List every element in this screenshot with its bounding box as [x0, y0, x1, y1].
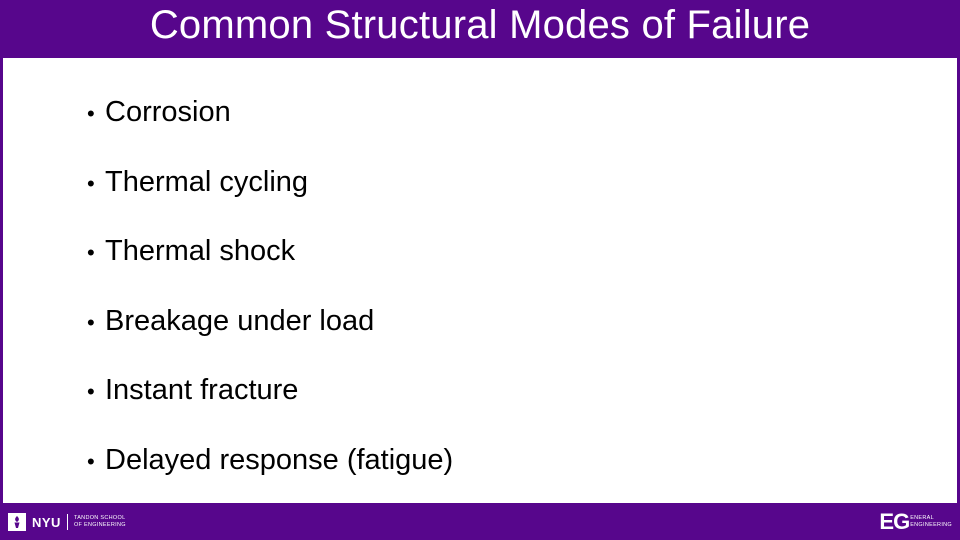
bullet-list: • Corrosion • Thermal cycling • Thermal … — [87, 94, 453, 511]
bullet-item: • Delayed response (fatigue) — [87, 442, 453, 512]
torch-icon-graphic — [14, 516, 20, 528]
bullet-text: Breakage under load — [105, 304, 375, 337]
school-line-1: TANDON SCHOOL — [73, 515, 126, 521]
school-name: TANDON SCHOOL OF ENGINEERING — [74, 515, 126, 529]
bullet-dot: • — [87, 240, 95, 265]
bullet-dot: • — [87, 101, 95, 126]
eg-words: ENERAL ENGINEERING — [910, 515, 952, 529]
footer: NYU TANDON SCHOOL OF ENGINEERING EG ENER… — [0, 503, 960, 540]
nyu-tandon-logo: NYU TANDON SCHOOL OF ENGINEERING — [8, 512, 126, 532]
logo-divider — [66, 514, 68, 530]
bullet-dot: • — [87, 448, 95, 474]
bullet-item: • Thermal shock — [87, 233, 453, 303]
bullet-item: • Instant fracture — [87, 372, 453, 442]
eg-word-2: ENGINEERING — [910, 522, 952, 528]
title-bar: Common Structural Modes of Failure — [0, 0, 960, 56]
bullet-dot: • — [87, 379, 95, 404]
bullet-item: • Breakage under load — [87, 303, 453, 373]
bullet-dot: • — [87, 309, 95, 335]
bullet-text: Thermal shock — [105, 235, 296, 267]
content-area: • Corrosion • Thermal cycling • Thermal … — [3, 58, 957, 503]
slide-title: Common Structural Modes of Failure — [149, 3, 811, 47]
nyu-wordmark: NYU — [32, 514, 61, 530]
bullet-text: Thermal cycling — [105, 165, 309, 198]
general-engineering-logo: EG ENERAL ENGINEERING — [879, 511, 952, 533]
bullet-item: • Corrosion — [87, 94, 453, 164]
bullet-dot: • — [87, 170, 95, 196]
school-line-2: OF ENGINEERING — [73, 522, 126, 528]
bullet-text: Delayed response (fatigue) — [105, 443, 454, 476]
bullet-item: • Thermal cycling — [87, 164, 453, 234]
bullet-text: Instant fracture — [105, 374, 299, 406]
bullet-text: Corrosion — [105, 96, 231, 128]
eg-word-1: ENERAL — [910, 515, 934, 521]
eg-letters: EG — [879, 509, 910, 534]
torch-icon — [8, 513, 26, 531]
